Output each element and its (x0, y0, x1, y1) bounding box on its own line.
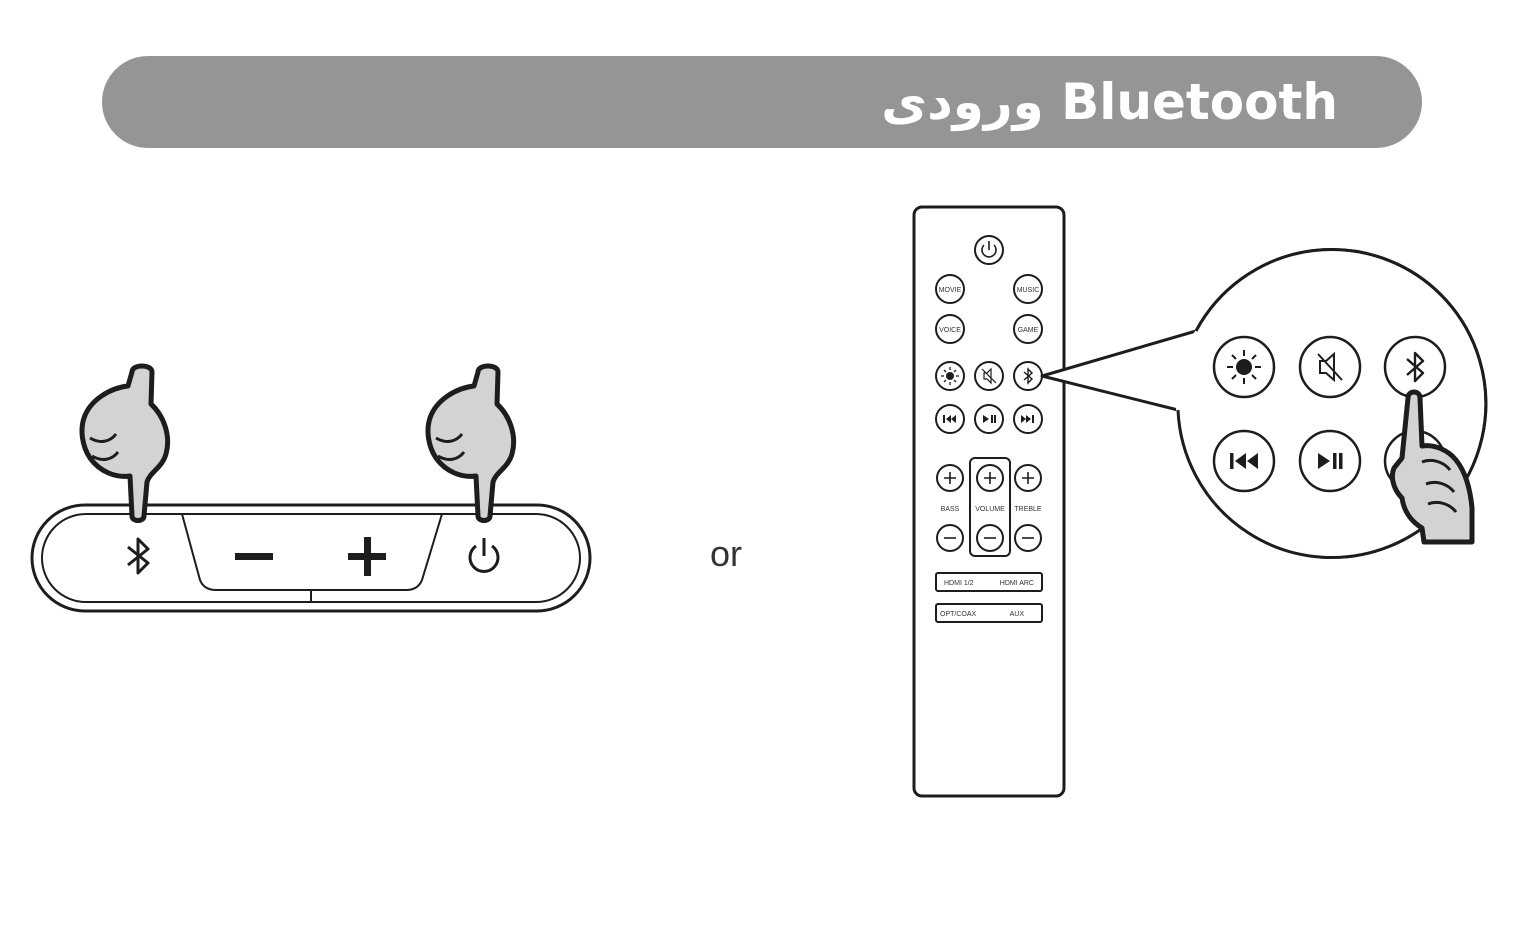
brightness-icon (941, 367, 959, 385)
power-icon (981, 241, 997, 258)
remote-volume-up-button[interactable] (976, 464, 1004, 492)
movie-label: MOVIE (939, 287, 962, 294)
remote-game-button[interactable]: GAME (1013, 314, 1043, 344)
remote-play-pause-button[interactable] (974, 404, 1004, 434)
remote-power-button[interactable] (974, 235, 1004, 265)
play-pause-icon (1318, 453, 1343, 469)
callout-brightness-button[interactable] (1212, 335, 1276, 399)
voice-label: VOICE (939, 327, 961, 334)
remote-voice-button[interactable]: VOICE (935, 314, 965, 344)
callout-play-pause-button[interactable] (1298, 429, 1362, 493)
remote-brightness-button[interactable] (935, 361, 965, 391)
music-label: MUSIC (1017, 287, 1040, 294)
remote-bass-up-button[interactable] (936, 464, 964, 492)
remote-movie-button[interactable]: MOVIE (935, 274, 965, 304)
previous-icon (1230, 453, 1258, 469)
plus-icon (984, 472, 996, 484)
optcoax-label: OPT/COAX (940, 611, 977, 618)
remote-bass-down-button[interactable] (936, 524, 964, 552)
brightness-icon (1227, 350, 1261, 384)
remote-bluetooth-button[interactable] (1013, 361, 1043, 391)
treble-label: TREBLE (1014, 506, 1042, 513)
remote-control: MOVIE MUSIC VOICE GAME (912, 205, 1066, 798)
soundbar (30, 503, 592, 613)
remote-mute-button[interactable] (974, 361, 1004, 391)
game-label: GAME (1018, 327, 1039, 334)
power-icon (468, 538, 500, 573)
minus-icon (235, 553, 273, 560)
remote-input-button[interactable]: OPT/COAX AUX (935, 603, 1043, 623)
previous-icon (943, 415, 956, 423)
remote-volume-down-button[interactable] (976, 524, 1004, 552)
title-banner: ورودی Bluetooth (102, 56, 1422, 148)
hdmi12-label: HDMI 1/2 (944, 580, 974, 587)
soundbar-bluetooth-button[interactable] (127, 537, 150, 575)
soundbar-volume-down-button[interactable] (235, 553, 273, 560)
remote-previous-button[interactable] (935, 404, 965, 434)
finger-press-power (428, 366, 514, 521)
remote-next-button[interactable] (1013, 404, 1043, 434)
callout-previous-button[interactable] (1212, 429, 1276, 493)
bluetooth-icon (1406, 351, 1425, 383)
plus-icon (944, 472, 956, 484)
mute-icon (981, 367, 997, 385)
hdmiarc-label: HDMI ARC (1000, 580, 1034, 587)
callout-bluetooth-button[interactable] (1383, 335, 1447, 399)
remote-treble-down-button[interactable] (1014, 524, 1042, 552)
finger-press-bluetooth (82, 366, 168, 521)
soundbar-power-button[interactable] (468, 538, 500, 573)
bluetooth-icon (1023, 367, 1034, 385)
remote-hdmi-button[interactable]: HDMI 1/2 HDMI ARC (935, 572, 1043, 592)
mute-icon (1317, 351, 1343, 383)
bluetooth-icon (127, 537, 150, 575)
aux-label: AUX (1010, 611, 1025, 618)
zoom-callout (1040, 248, 1488, 559)
next-icon (1021, 415, 1034, 423)
remote-music-button[interactable]: MUSIC (1013, 274, 1043, 304)
bass-label: BASS (941, 506, 960, 513)
soundbar-volume-up-button[interactable] (348, 537, 386, 576)
play-pause-icon (983, 415, 996, 423)
plus-icon (1022, 472, 1034, 484)
remote-treble-up-button[interactable] (1014, 464, 1042, 492)
volume-label: VOLUME (975, 506, 1005, 513)
banner-title: ورودی Bluetooth (881, 73, 1338, 131)
or-label: or (710, 533, 742, 574)
plus-icon (348, 537, 386, 576)
callout-mute-button[interactable] (1298, 335, 1362, 399)
